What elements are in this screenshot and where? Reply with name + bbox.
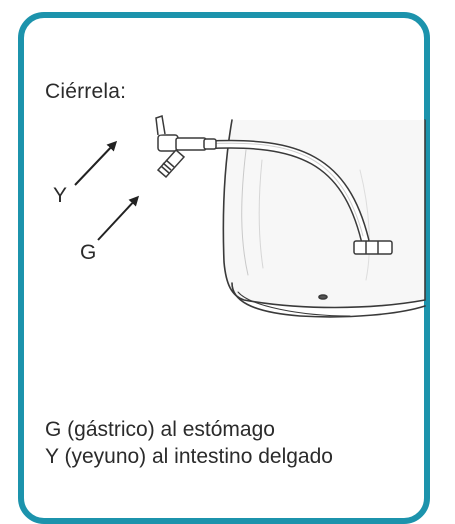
g-arrow xyxy=(97,195,140,241)
instruction-text: Ciérrela: xyxy=(45,80,127,103)
stomach-drawing xyxy=(222,119,426,318)
gj-connector xyxy=(155,115,217,179)
legend-y: Y (yeyuno) al intestino delgado xyxy=(45,445,333,468)
extension-tube xyxy=(201,139,370,245)
legend-g: G (gástrico) al estómago xyxy=(45,418,275,441)
y-port-label: Y xyxy=(53,184,68,207)
y-arrow xyxy=(74,140,118,186)
g-port-label: G xyxy=(80,241,97,264)
legend: G (gástrico) al estómago Y (yeyuno) al i… xyxy=(45,416,333,470)
tube-end xyxy=(353,240,393,255)
tube-illustration xyxy=(74,115,426,318)
